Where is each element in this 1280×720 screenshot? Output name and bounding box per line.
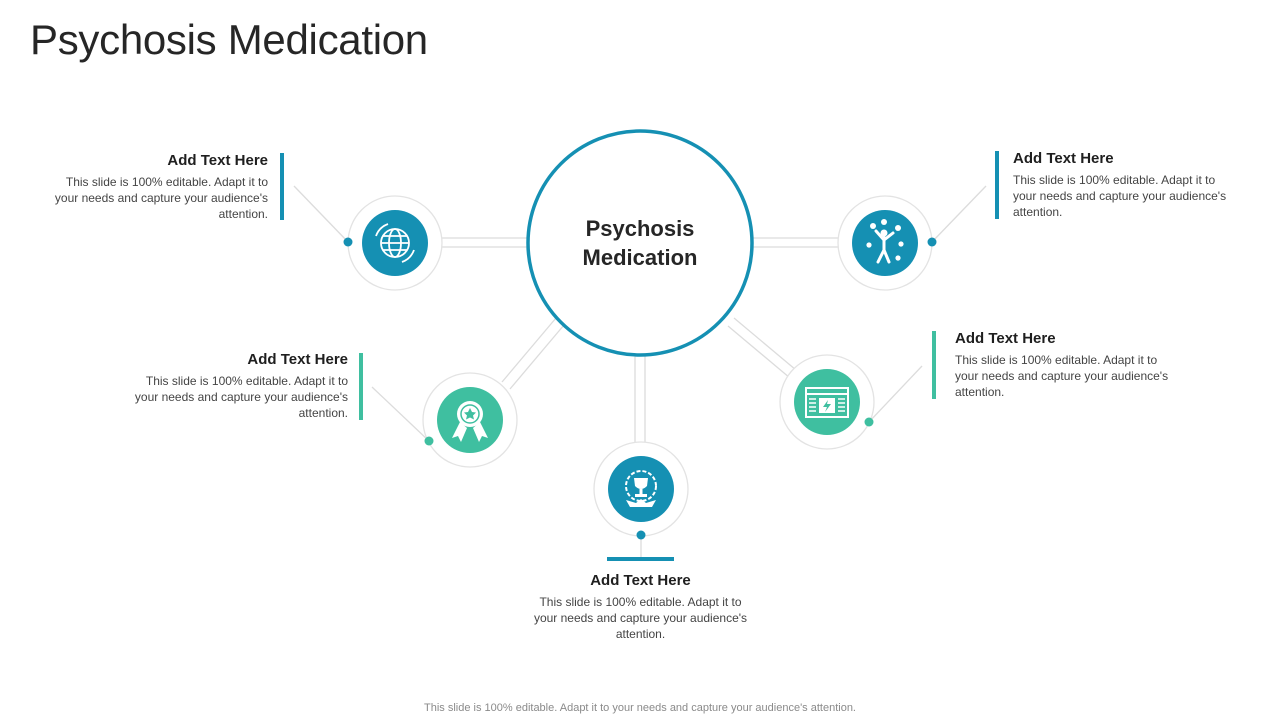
text-block-heading: Add Text Here [167,152,268,169]
node-globe [343,195,443,291]
text-block-body: This slide is 100% editable. Adapt it to… [955,353,1169,399]
node-award [422,372,518,468]
text-block-body: This slide is 100% editable. Adapt it to… [533,595,748,641]
text-block-body: This slide is 100% editable. Adapt it to… [1013,173,1227,219]
hub-label-line2: Medication [582,245,698,270]
text-block-award: Add Text Here This slide is 100% editabl… [133,351,348,421]
connectors [293,185,987,558]
newspaper-icon [805,387,849,418]
text-block-heading: Add Text Here [955,330,1056,347]
node-trophy [593,441,689,540]
hub-label: Psychosis Medication [540,214,740,272]
text-block-body: This slide is 100% editable. Adapt it to… [54,175,268,221]
page-title: Psychosis Medication [30,16,428,63]
globe-icon [375,223,415,263]
text-block-newspaper: Add Text Here This slide is 100% editabl… [955,330,1170,400]
text-block-heading: Add Text Here [247,351,348,368]
text-block-juggler: Add Text Here This slide is 100% editabl… [1013,150,1228,220]
text-block-trophy: Add Text Here This slide is 100% editabl… [533,572,748,642]
text-block-heading: Add Text Here [590,572,691,589]
award-ribbon-icon [452,401,488,442]
trophy-badge-icon [625,470,657,507]
central-hub [526,129,754,357]
hub-label-line1: Psychosis [585,216,695,241]
node-juggler [837,195,937,291]
accent-bars [280,151,999,561]
footer-note: This slide is 100% editable. Adapt it to… [424,702,856,714]
text-block-globe: Add Text Here This slide is 100% editabl… [53,152,268,222]
juggler-icon [866,219,904,264]
node-newspaper [779,354,875,450]
text-block-body: This slide is 100% editable. Adapt it to… [134,374,348,420]
text-block-heading: Add Text Here [1013,150,1114,167]
